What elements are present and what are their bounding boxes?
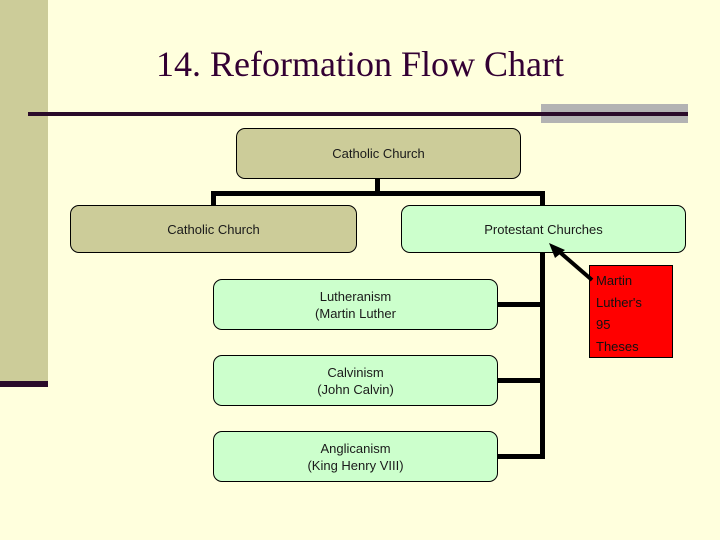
callout-arrow (540, 240, 610, 285)
node-label-line1: Lutheranism (319, 288, 392, 304)
node-root-catholic-church[interactable]: Catholic Church (236, 128, 521, 179)
left-accent-band-footer (0, 381, 48, 387)
node-protestant-churches[interactable]: Protestant Churches (401, 205, 686, 253)
node-label: Catholic Church (332, 146, 425, 161)
callout-line2: Luther's (596, 295, 642, 310)
connector-root-bus (211, 191, 545, 196)
node-95-theses-callout[interactable]: Martin Luther's 95 Theses (589, 265, 673, 358)
connector-root-stem (375, 178, 380, 195)
node-catholic-church[interactable]: Catholic Church (70, 205, 357, 253)
node-label: Catholic Church (167, 221, 260, 237)
node-anglicanism[interactable]: Anglicanism (King Henry VIII) (213, 431, 498, 482)
node-label-line2: (Martin Luther (315, 305, 396, 321)
node-label-line1: Calvinism (327, 364, 384, 380)
node-label-line1: Anglicanism (320, 440, 391, 456)
node-calvinism[interactable]: Calvinism (John Calvin) (213, 355, 498, 406)
connector-to-calvinism (495, 378, 545, 383)
node-lutheranism[interactable]: Lutheranism (Martin Luther (213, 279, 498, 330)
connector-to-protestant (540, 191, 545, 207)
connector-to-anglicanism (495, 454, 545, 459)
page-title: 14. Reformation Flow Chart (156, 44, 564, 84)
node-label-line2: (John Calvin) (317, 381, 394, 397)
callout-line4: Theses (596, 339, 639, 354)
connector-protestant-spine (540, 252, 545, 459)
connector-to-catholic (211, 191, 216, 207)
callout-line3: 95 (596, 317, 611, 332)
title-divider-rule (28, 112, 688, 116)
left-accent-band (0, 0, 48, 381)
callout-line1: Martin (596, 273, 633, 288)
node-label: Protestant Churches (484, 221, 603, 237)
node-label-line2: (King Henry VIII) (307, 457, 404, 473)
connector-to-lutheranism (495, 302, 545, 307)
